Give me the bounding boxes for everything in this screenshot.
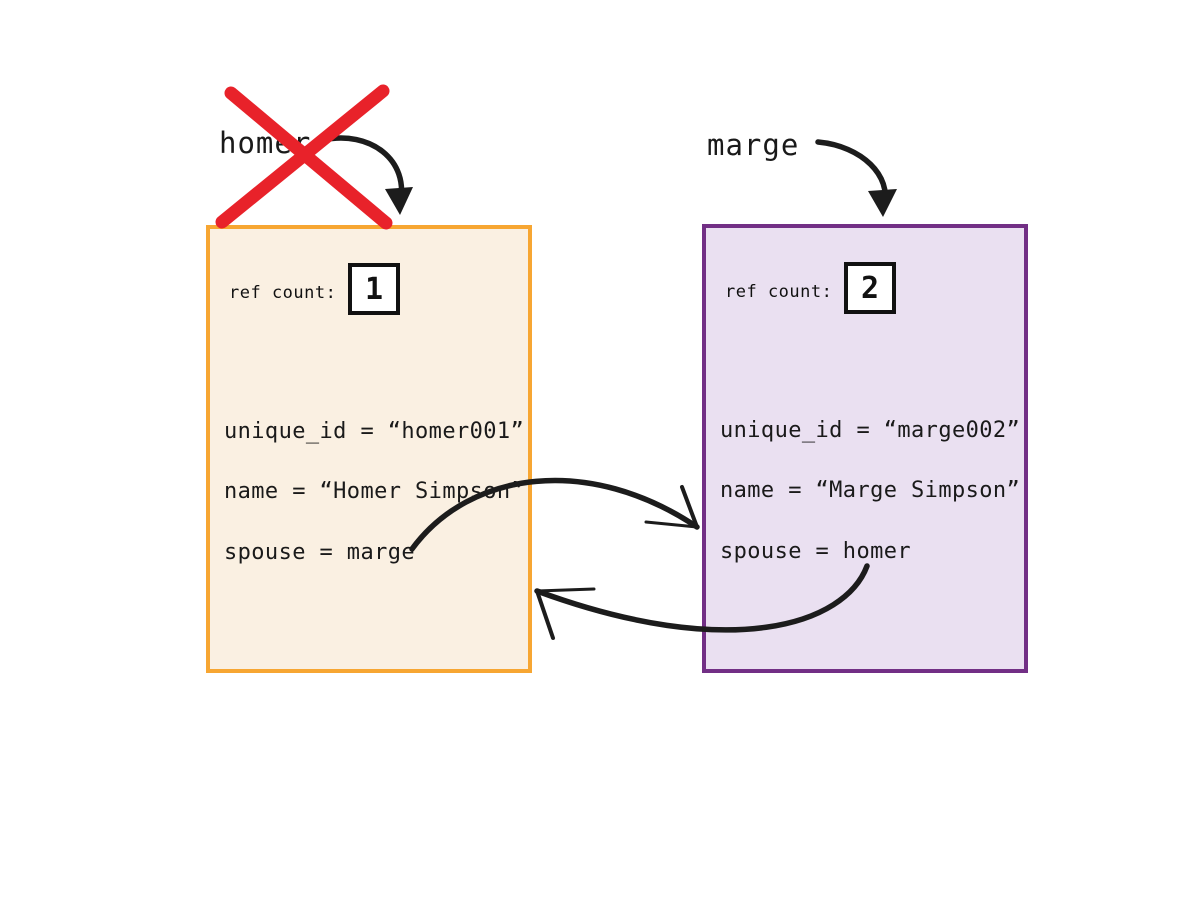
marge-field-name: name = “Marge Simpson” [720, 478, 1021, 503]
homer-field-unique-id: unique_id = “homer001” [224, 419, 525, 444]
homer-field-name: name = “Homer Simpson” [224, 479, 525, 504]
homer-ref-count-value: 1 [348, 263, 400, 315]
marge-field-spouse: spouse = homer [720, 539, 912, 564]
marge-field-unique-id: unique_id = “marge002” [720, 418, 1021, 443]
homer-variable-arrow [320, 135, 413, 215]
homer-object-box: ref count: 1 unique_id = “homer001” name… [206, 225, 532, 673]
marge-variable-arrow [815, 139, 897, 217]
homer-ref-count-label: ref count: [229, 283, 337, 303]
marge-ref-count-label: ref count: [725, 282, 833, 302]
variable-label-marge: marge [707, 128, 800, 162]
marge-object-box: ref count: 2 unique_id = “marge002” name… [702, 224, 1028, 673]
marge-ref-count-value: 2 [844, 262, 896, 314]
homer-field-spouse: spouse = marge [224, 540, 416, 565]
variable-label-homer: homer [219, 126, 312, 160]
